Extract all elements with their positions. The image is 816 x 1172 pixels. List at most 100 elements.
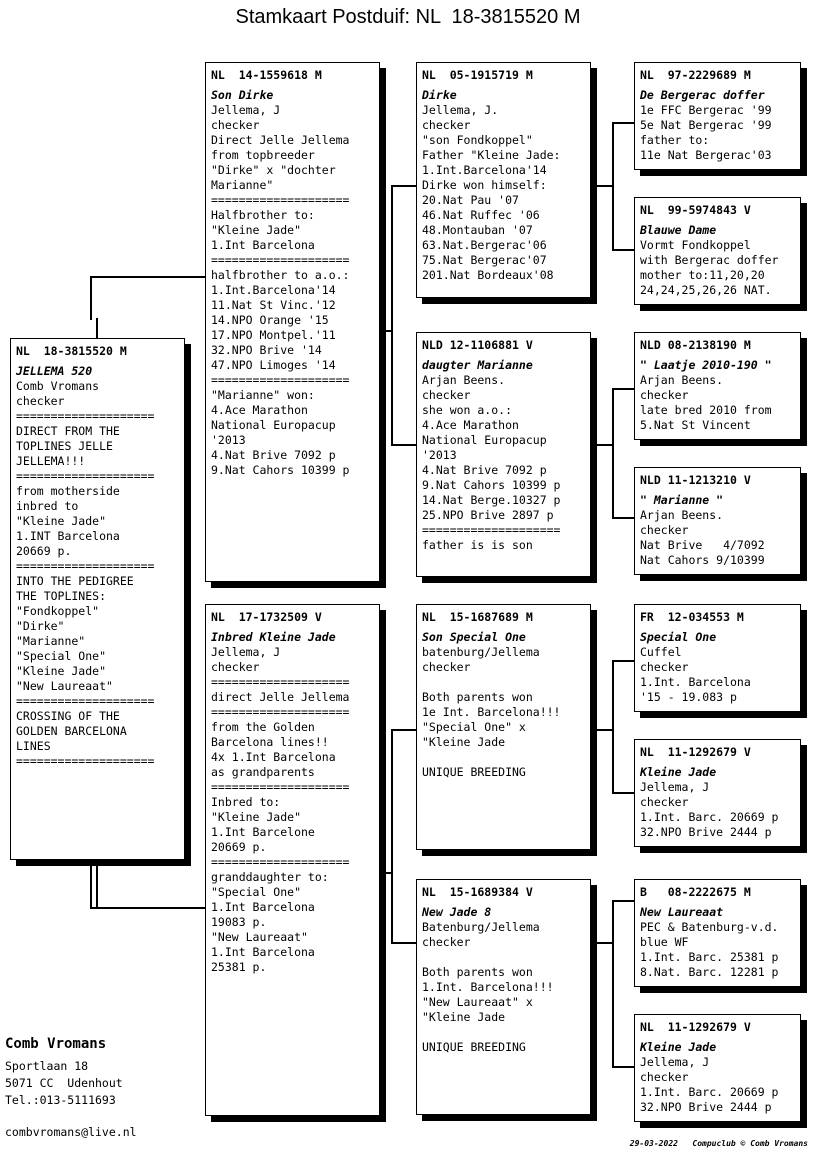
box-body: NL 18-3815520 M JELLEMA 520 Comb Vromans… (10, 338, 185, 860)
pedigree-box-father-mother[interactable]: NLD 12-1106881 V daugter Marianne Arjan … (416, 332, 597, 583)
ring-number: NL 99-5974843 V (640, 203, 751, 217)
connector-to-fff (612, 122, 634, 124)
ring-number: NL 05-1915719 M (422, 68, 533, 82)
ring-number: NL 14-1559618 M (211, 68, 322, 82)
box-body: NL 15-1689384 V New Jade 8 Batenburg/Jel… (416, 879, 591, 1115)
connector-to-fmf (612, 388, 634, 390)
connector-to-ff (391, 185, 416, 187)
print-credit: 29-03-2022 Compuclub © Comb Vromans (629, 1139, 808, 1148)
connector-father-split (391, 185, 393, 445)
pedigree-box-mother-mother[interactable]: NL 15-1689384 V New Jade 8 Batenburg/Jel… (416, 879, 597, 1121)
pedigree-box-mother[interactable]: NL 17-1732509 V Inbred Kleine Jade Jelle… (205, 604, 386, 1122)
pigeon-name: daugter Marianne (422, 358, 533, 372)
box-body: NLD 12-1106881 V daugter Marianne Arjan … (416, 332, 591, 577)
ring-number: NLD 11-1213210 V (640, 473, 751, 487)
ring-number: NL 18-3815520 M (16, 344, 127, 358)
pigeon-name: Kleine Jade (640, 1040, 717, 1054)
connector-mf-out (595, 729, 613, 731)
pedigree-box-fff[interactable]: NL 97-2229689 M De Bergerac doffer 1e FF… (634, 62, 807, 176)
connector-subject-father-vert (90, 276, 92, 320)
pedigree-box-mmf[interactable]: B 08-2222675 M New Laureaat PEC & Batenb… (634, 879, 807, 993)
ring-number: NL 15-1689384 V (422, 885, 533, 899)
pigeon-name: Son Dirke (211, 88, 274, 102)
connector-to-fmm (612, 517, 634, 519)
detail-lines: Comb Vromans checker ===================… (16, 379, 155, 768)
pedigree-box-mmm[interactable]: NL 11-1292679 V Kleine Jade Jellema, J c… (634, 1014, 807, 1128)
box-body: NL 14-1559618 M Son Dirke Jellema, J che… (205, 62, 380, 582)
detail-lines: Batenburg/Jellema checker Both parents w… (422, 920, 554, 1054)
ring-number: NL 11-1292679 V (640, 1020, 751, 1034)
ring-number: FR 12-034553 M (640, 610, 744, 624)
ring-number: NLD 12-1106881 V (422, 338, 533, 352)
connector-ff-split (612, 122, 614, 250)
ring-number: NL 15-1687689 M (422, 610, 533, 624)
connector-fm-split (612, 388, 614, 518)
connector-subject-stem-lower (96, 860, 98, 908)
detail-lines: Jellema, J checker Direct Jelle Jellema … (211, 103, 350, 477)
detail-lines: Jellema, J checker 1.Int. Barc. 20669 p … (640, 780, 779, 839)
detail-lines: batenburg/Jellema checker Both parents w… (422, 645, 561, 779)
pedigree-box-father[interactable]: NL 14-1559618 M Son Dirke Jellema, J che… (205, 62, 386, 588)
pedigree-box-father-father[interactable]: NL 05-1915719 M Dirke Jellema, J. checke… (416, 62, 597, 304)
ring-number: NL 11-1292679 V (640, 745, 751, 759)
pedigree-box-mff[interactable]: FR 12-034553 M Special One Cuffel checke… (634, 604, 807, 718)
pedigree-box-fmm[interactable]: NLD 11-1213210 V " Marianne " Arjan Been… (634, 467, 807, 581)
pigeon-name: Dirke (422, 88, 457, 102)
pedigree-box-subject[interactable]: NL 18-3815520 M JELLEMA 520 Comb Vromans… (10, 338, 191, 866)
pedigree-box-fmf[interactable]: NLD 08-2138190 M " Laatje 2010-190 " Arj… (634, 332, 807, 446)
box-body: NL 99-5974843 V Blauwe Dame Vormt Fondko… (634, 197, 801, 305)
connector-subject-stem (96, 318, 98, 347)
pigeon-name: Inbred Kleine Jade (211, 630, 336, 644)
owner-name: Comb Vromans (5, 1036, 107, 1052)
connector-mf-split (612, 660, 614, 793)
connector-mother-out (380, 872, 392, 874)
detail-lines: Arjan Beens. checker Nat Brive 4/7092 Na… (640, 508, 765, 567)
pigeon-name: " Marianne " (640, 493, 724, 507)
connector-mm-out (595, 942, 613, 944)
connector-fm-out (595, 444, 613, 446)
connector-to-mmm (612, 1066, 634, 1068)
owner-email: combvromans@live.nl (5, 1125, 137, 1139)
connector-mm-split (612, 900, 614, 1067)
pigeon-name: Kleine Jade (640, 765, 717, 779)
pigeon-name: New Jade 8 (422, 905, 492, 919)
connector-subject-to-mother (90, 907, 205, 909)
detail-lines: Jellema, J. checker "son Fondkoppel" Fat… (422, 103, 561, 282)
page-title: Stamkaart Postduif: NL 18-3815520 M (235, 6, 581, 28)
pedigree-box-mother-father[interactable]: NL 15-1687689 M Son Special One batenbur… (416, 604, 597, 856)
pigeon-name: Special One (640, 630, 717, 644)
connector-to-mff (612, 660, 634, 662)
pedigree-box-mfm[interactable]: NL 11-1292679 V Kleine Jade Jellema, J c… (634, 739, 807, 853)
box-body: NL 17-1732509 V Inbred Kleine Jade Jelle… (205, 604, 380, 1116)
box-body: NL 05-1915719 M Dirke Jellema, J. checke… (416, 62, 591, 298)
pigeon-name: JELLEMA 520 (16, 364, 93, 378)
box-body: NLD 11-1213210 V " Marianne " Arjan Been… (634, 467, 801, 575)
ring-number: NLD 08-2138190 M (640, 338, 751, 352)
connector-to-fm (391, 444, 416, 446)
box-body: NL 11-1292679 V Kleine Jade Jellema, J c… (634, 1014, 801, 1122)
box-body: NLD 08-2138190 M " Laatje 2010-190 " Arj… (634, 332, 801, 440)
detail-lines: Jellema, J checker 1.Int. Barc. 20669 p … (640, 1055, 779, 1114)
box-body: FR 12-034553 M Special One Cuffel checke… (634, 604, 801, 712)
pedigree-box-ffm[interactable]: NL 99-5974843 V Blauwe Dame Vormt Fondko… (634, 197, 807, 311)
detail-lines: Vormt Fondkoppel with Bergerac doffer mo… (640, 238, 779, 297)
connector-father-out (380, 330, 392, 332)
connector-mother-split (391, 729, 393, 943)
pigeon-name: Blauwe Dame (640, 223, 717, 237)
box-body: B 08-2222675 M New Laureaat PEC & Batenb… (634, 879, 801, 987)
box-body: NL 97-2229689 M De Bergerac doffer 1e FF… (634, 62, 801, 170)
pigeon-name: New Laureaat (640, 905, 724, 919)
owner-address: Sportlaan 18 5071 CC Udenhout Tel.:013-5… (5, 1059, 123, 1107)
pigeon-name: Son Special One (422, 630, 526, 644)
connector-to-ffm (612, 249, 634, 251)
pigeon-name: De Bergerac doffer (640, 88, 765, 102)
box-body: NL 11-1292679 V Kleine Jade Jellema, J c… (634, 739, 801, 847)
connector-ff-out (595, 185, 613, 187)
connector-subject-mother-vert (90, 862, 92, 908)
connector-to-mf (391, 729, 416, 731)
connector-subject-to-father (90, 276, 205, 278)
box-body: NL 15-1687689 M Son Special One batenbur… (416, 604, 591, 850)
connector-to-mfm (612, 792, 634, 794)
connector-to-mmf (612, 900, 634, 902)
